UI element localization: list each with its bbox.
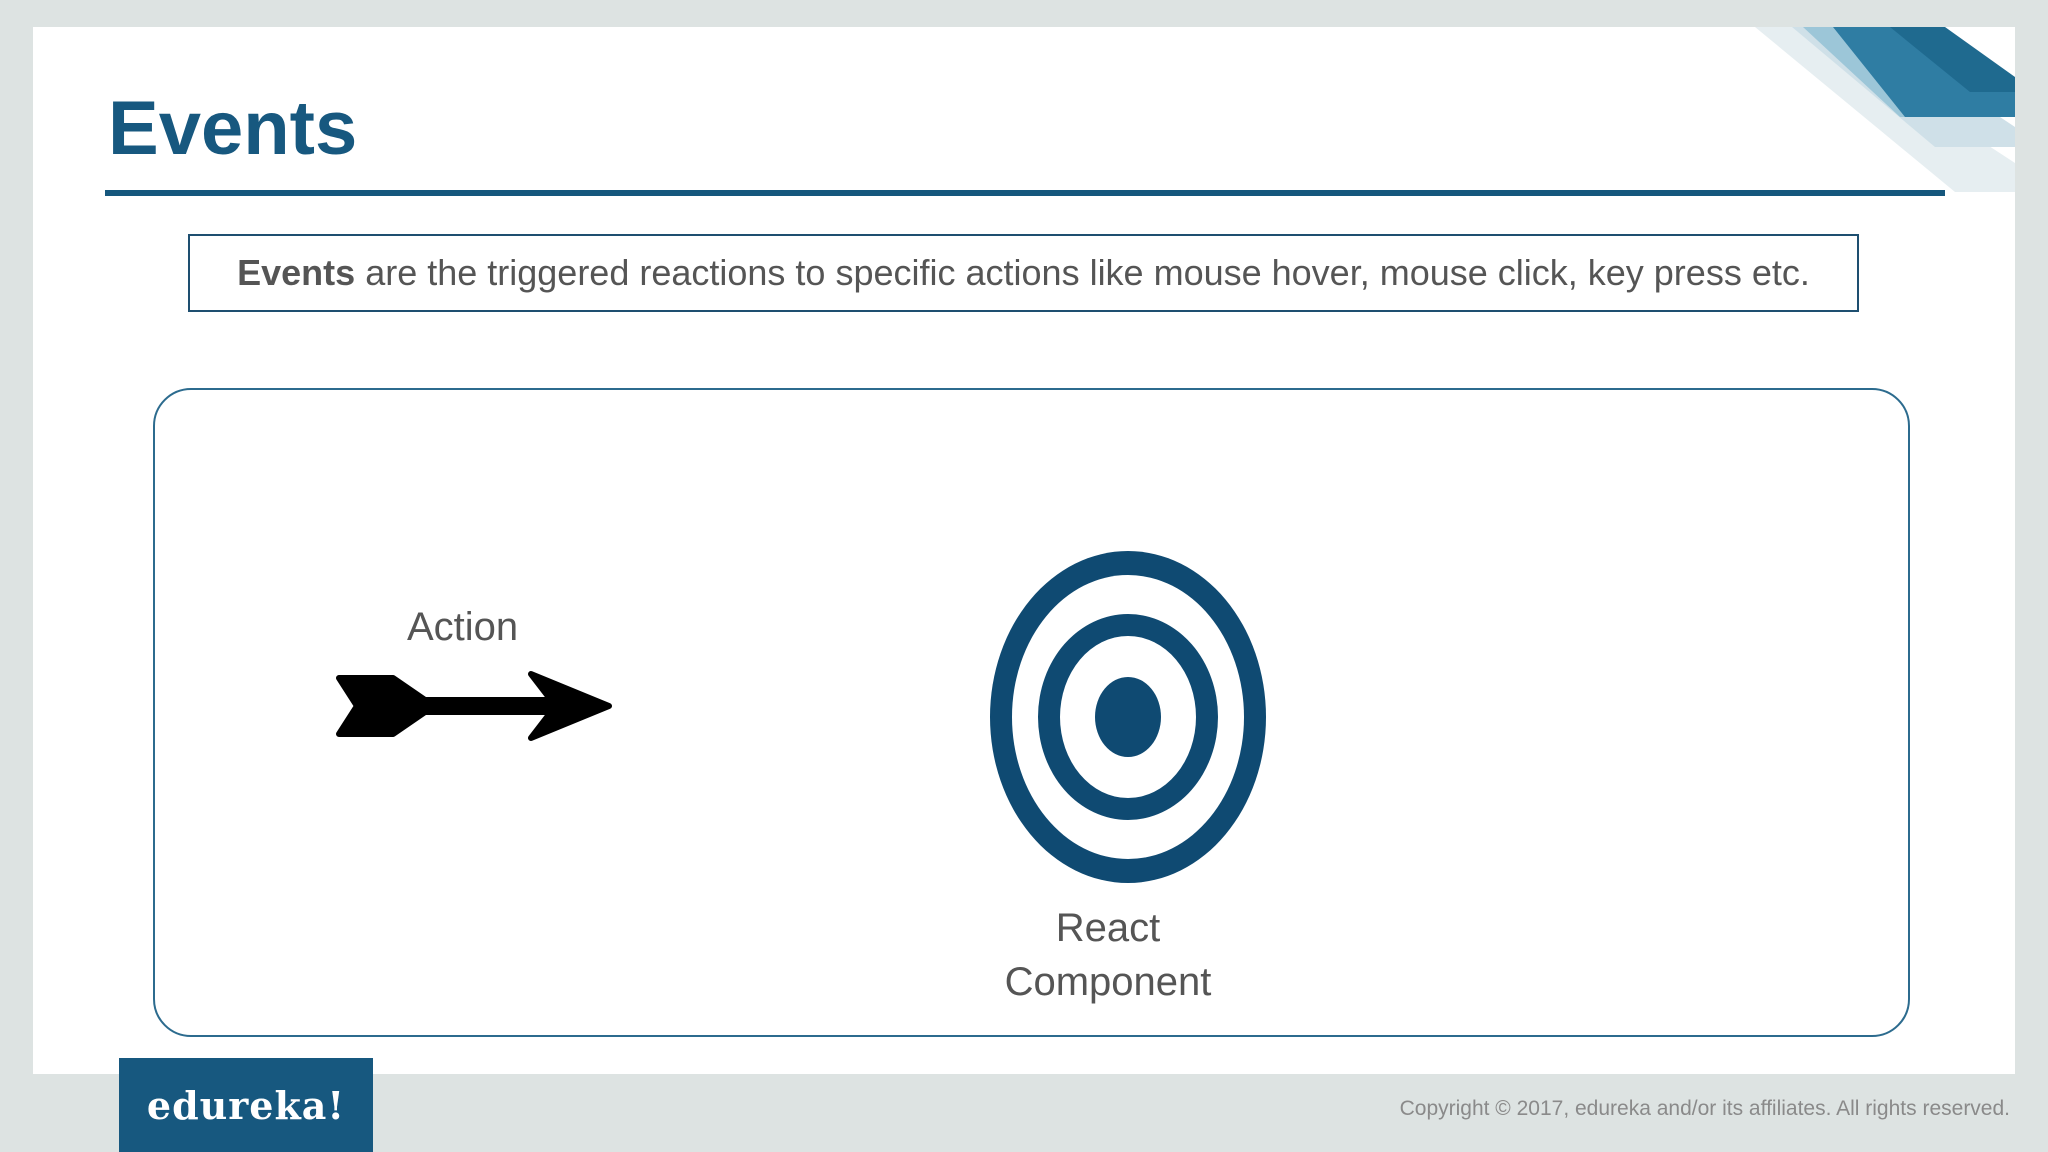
copyright-notice: Copyright © 2017, edureka and/or its aff… xyxy=(1399,1097,2010,1120)
edureka-logo: edureka! xyxy=(119,1058,373,1152)
diagram-box xyxy=(153,388,1910,1037)
corner-decoration xyxy=(1755,27,2015,192)
definition-text: are the triggered reactions to specific … xyxy=(365,252,1810,293)
page-title: Events xyxy=(108,86,358,171)
component-label-line1: React xyxy=(1055,906,1161,950)
target-icon xyxy=(990,551,1266,883)
title-underline xyxy=(105,190,1945,196)
definition-box: Events are the triggered reactions to sp… xyxy=(188,234,1859,312)
component-label: React Component xyxy=(973,901,1243,1009)
logo-text: edureka! xyxy=(146,1082,346,1128)
component-label-line2: Component xyxy=(1004,960,1212,1004)
definition-term: Events xyxy=(237,252,356,293)
arrow-icon xyxy=(336,671,612,741)
slide: Events Events are the triggered reaction… xyxy=(33,27,2015,1074)
action-label: Action xyxy=(407,605,519,649)
